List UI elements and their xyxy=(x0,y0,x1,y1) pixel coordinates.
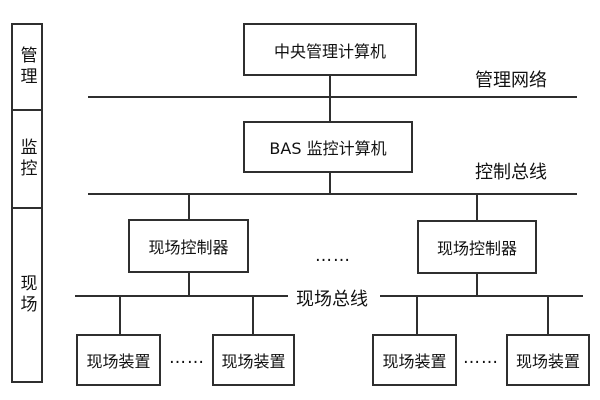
management-network-line xyxy=(88,96,577,98)
node-field-device-1: 现场装置 xyxy=(76,334,161,386)
connector-left-controller-to-field-bus xyxy=(188,273,190,295)
connector-control-bus-to-right-controller xyxy=(476,195,478,220)
control-bus-label: 控制总线 xyxy=(475,162,547,183)
node-central-management-computer: 中央管理计算机 xyxy=(243,23,417,76)
field-bus-label: 现场总线 xyxy=(296,289,368,310)
node-bas-monitoring-computer: BAS 监控计算机 xyxy=(243,121,413,173)
field-bus-line-right xyxy=(380,295,583,297)
connector-field-bus-to-device-3 xyxy=(416,297,418,334)
connector-field-bus-to-device-1 xyxy=(119,297,121,334)
node-field-controller-left: 现场控制器 xyxy=(128,219,249,273)
node-field-device-4: 现场装置 xyxy=(506,334,590,386)
layer-label-management: 管理 xyxy=(11,23,43,111)
connector-control-bus-to-left-controller xyxy=(188,195,190,219)
connector-management-network-to-bas xyxy=(329,98,331,121)
ellipsis-between-controllers: …… xyxy=(315,246,351,266)
node-field-device-2: 现场装置 xyxy=(212,334,295,386)
node-field-device-3: 现场装置 xyxy=(372,334,457,386)
connector-field-bus-to-device-2 xyxy=(252,297,254,334)
ellipsis-between-devices-left: …… xyxy=(169,348,205,368)
layer-label-monitoring: 监控 xyxy=(11,109,43,209)
connector-field-bus-to-device-4 xyxy=(547,297,549,334)
node-field-controller-right: 现场控制器 xyxy=(417,220,537,274)
connector-right-controller-to-field-bus xyxy=(476,274,478,295)
management-network-label: 管理网络 xyxy=(475,70,547,91)
ellipsis-between-devices-right: …… xyxy=(463,348,499,368)
field-bus-line-left xyxy=(75,295,288,297)
control-bus-line xyxy=(88,193,577,195)
connector-bas-to-control-bus xyxy=(329,173,331,193)
connector-central-to-management-network xyxy=(329,76,331,97)
layer-label-field: 现场 xyxy=(11,207,43,383)
